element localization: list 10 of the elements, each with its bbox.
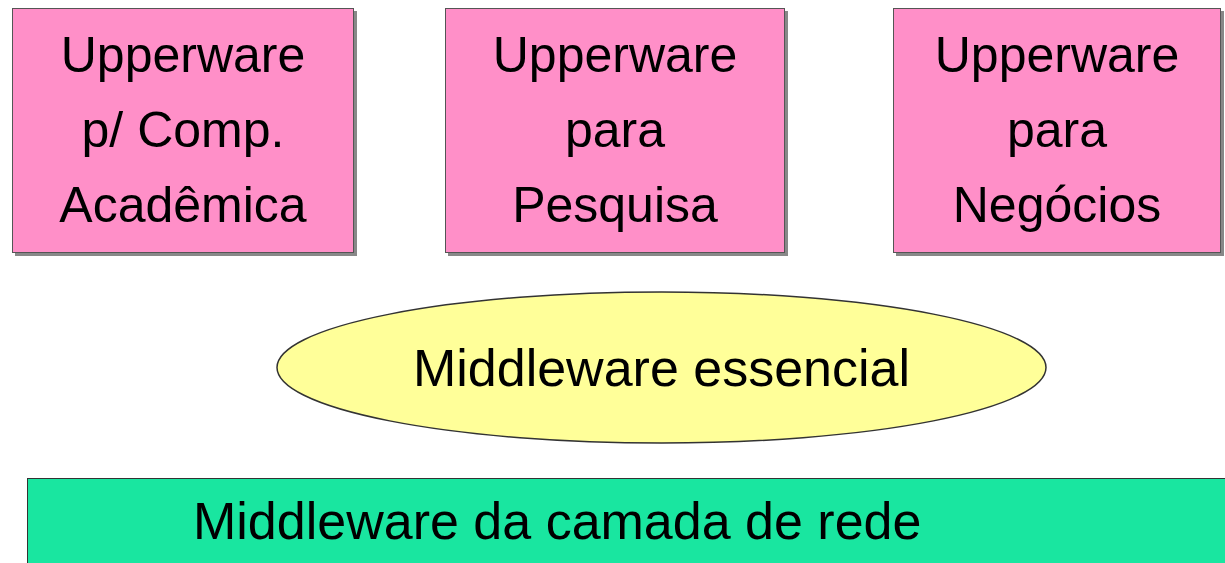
upperware-box	[893, 8, 1221, 253]
node-label: Upperware para Negócios	[934, 26, 1180, 235]
upperware-box	[445, 8, 785, 253]
node-label: Upperware p/ Comp. Acadêmica	[59, 26, 307, 235]
upperware-box	[12, 8, 354, 253]
network-layer-bar	[27, 478, 1225, 563]
node-label: Upperware para Pesquisa	[492, 26, 738, 235]
middleware-ellipse	[275, 290, 1048, 445]
node-label: Middleware da camada de rede	[193, 491, 922, 551]
node-label: Middleware essencial	[412, 337, 911, 398]
